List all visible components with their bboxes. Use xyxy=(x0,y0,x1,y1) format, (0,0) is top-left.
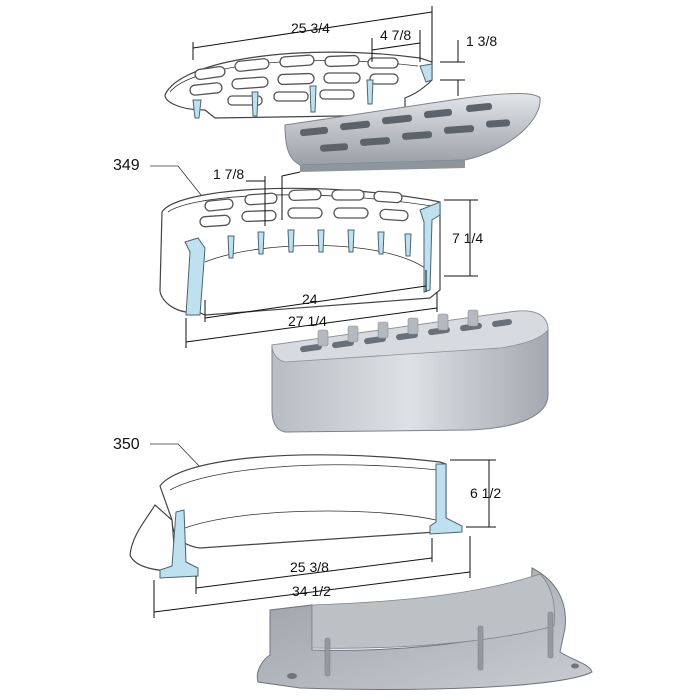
ring-dimension-lines xyxy=(153,459,496,618)
frame-line-drawing xyxy=(159,187,441,316)
grate-thickness-dimension: 1 3/8 xyxy=(466,33,497,49)
ring-height-dimension: 6 1/2 xyxy=(470,485,501,501)
ring-part-label: 350 xyxy=(113,436,140,453)
grate-width-dimension: 25 3/4 xyxy=(291,20,330,36)
grate-rendering xyxy=(284,93,541,172)
frame-dimension-lines xyxy=(185,171,478,348)
grate-dimension-lines xyxy=(192,6,465,96)
frame-grate-slots xyxy=(199,188,409,228)
grate-line-drawing xyxy=(164,51,433,119)
ring-inner-width-dimension: 25 3/8 xyxy=(290,559,329,575)
grate-section-ribs xyxy=(192,63,433,119)
frame-outer-width-dimension: 27 1/4 xyxy=(288,313,327,329)
frame-rendering xyxy=(271,309,549,433)
grate-slots xyxy=(189,54,399,106)
frame-inner-width-dimension: 24 xyxy=(302,291,318,307)
frame-slot-width-dimension: 1 7/8 xyxy=(213,166,244,182)
ring-leader-line xyxy=(150,443,204,471)
frame-height-dimension: 7 1/4 xyxy=(452,230,483,246)
frame-leader-line xyxy=(150,165,206,201)
ring-line-drawing xyxy=(129,454,463,579)
grate-slot-pitch-dimension: 4 7/8 xyxy=(380,27,411,43)
frame-section-ribs xyxy=(184,201,441,316)
ring-outer-width-dimension: 34 1/2 xyxy=(292,583,331,599)
frame-part-label: 349 xyxy=(113,157,140,174)
ring-rendering xyxy=(256,567,593,690)
